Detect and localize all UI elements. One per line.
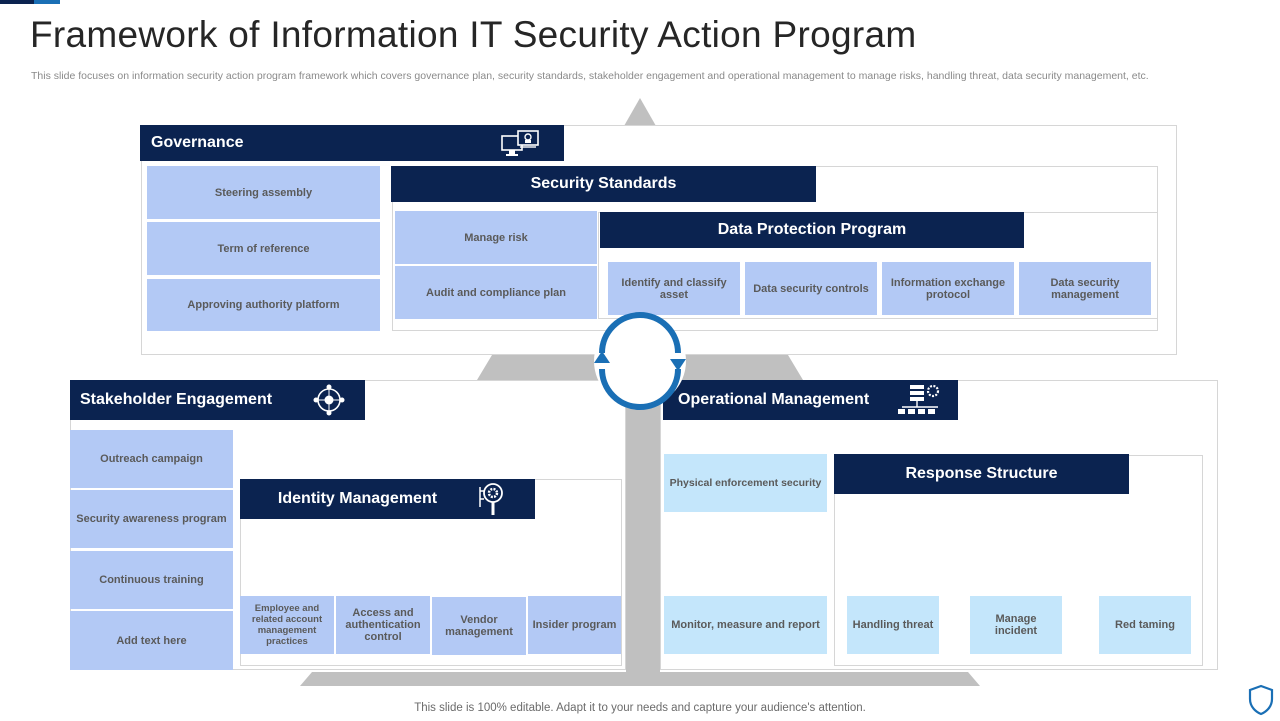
operational-label: Operational Management xyxy=(678,391,870,408)
identity-item: Vendor management xyxy=(432,597,526,655)
shield-icon xyxy=(1247,684,1275,721)
response-item: Manage incident xyxy=(970,596,1062,654)
stakeholder-item: Add text here xyxy=(70,611,233,670)
identity-label: Identity Management xyxy=(277,490,438,507)
page-subtitle: This slide focuses on information securi… xyxy=(31,70,1149,82)
footer-note: This slide is 100% editable. Adapt it to… xyxy=(414,702,866,714)
operational-item: Monitor, measure and report xyxy=(664,596,827,654)
security-standards-label: Security Standards xyxy=(530,175,677,192)
scale-top-triangle xyxy=(624,98,656,126)
scale-pillar xyxy=(626,380,660,672)
stakeholder-item: Outreach campaign xyxy=(70,430,233,488)
operational-item: Physical enforcement security xyxy=(664,454,827,512)
scale-base xyxy=(300,672,980,686)
stakeholder-label: Stakeholder Engagement xyxy=(80,391,273,408)
security-standards-item: Audit and compliance plan xyxy=(395,266,597,319)
response-item: Handling threat xyxy=(847,596,939,654)
page-title: Framework of Information IT Security Act… xyxy=(30,14,917,55)
corner-accent-secondary xyxy=(34,0,60,4)
identity-item: Employee and related account management … xyxy=(240,596,334,654)
data-protection-item: Identify and classify asset xyxy=(608,262,740,315)
network-settings-icon xyxy=(896,382,944,423)
governance-item: Term of reference xyxy=(147,222,380,275)
governance-item: Approving authority platform xyxy=(147,279,380,331)
data-protection-header: Data Protection Program xyxy=(600,212,1024,248)
stakeholder-item: Security awareness program xyxy=(70,490,233,548)
data-protection-label: Data Protection Program xyxy=(717,221,907,238)
identity-item: Insider program xyxy=(528,596,621,654)
governance-label: Governance xyxy=(151,134,244,151)
data-protection-item: Data security controls xyxy=(745,262,877,315)
response-item: Red taming xyxy=(1099,596,1191,654)
data-protection-item: Data security management xyxy=(1019,262,1151,315)
identity-header: Identity Management xyxy=(240,479,535,519)
governance-header: Governance xyxy=(140,125,564,161)
search-gear-icon xyxy=(476,481,510,522)
computer-security-icon xyxy=(500,127,542,164)
security-standards-header: Security Standards xyxy=(391,166,816,202)
corner-accent xyxy=(0,0,60,4)
stakeholder-item: Continuous training xyxy=(70,551,233,609)
cycle-arrows-icon xyxy=(588,309,692,418)
identity-item: Access and authentication control xyxy=(336,596,430,654)
governance-item: Steering assembly xyxy=(147,166,380,219)
response-header: Response Structure xyxy=(834,454,1129,494)
data-protection-item: Information exchange protocol xyxy=(882,262,1014,315)
target-crosshair-icon xyxy=(312,383,346,422)
security-standards-item: Manage risk xyxy=(395,211,597,264)
response-label: Response Structure xyxy=(905,465,1058,482)
